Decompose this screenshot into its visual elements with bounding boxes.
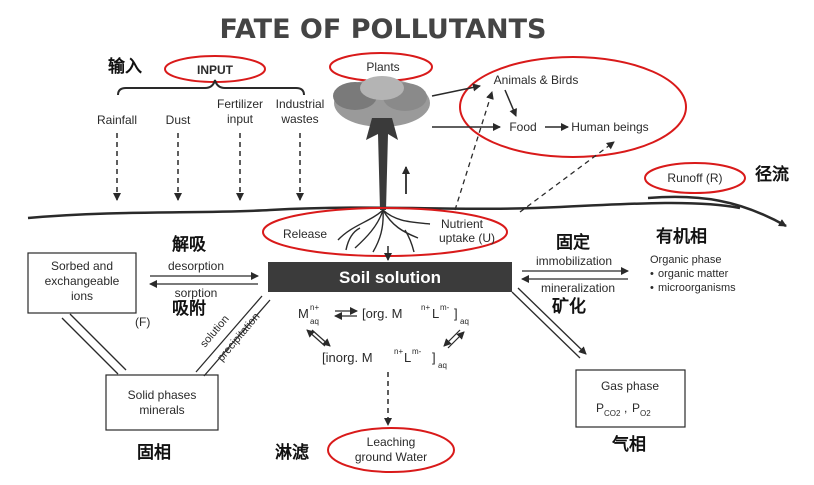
svg-text:n+: n+ [421,303,430,312]
animals-birds-label: Animals & Birds [494,73,579,87]
organic-phase-label-cn: 有机相 [656,226,707,247]
release-label: Release [283,227,327,241]
sorption-label: sorption [175,286,218,300]
svg-text:]: ] [454,306,458,321]
sorbed-ions-line3: ions [71,289,93,303]
svg-text:m-: m- [440,303,450,312]
mineralization-label: mineralization [541,281,615,295]
tree-icon [333,76,430,210]
input-source-fertilizer-line1: Fertilizer [217,97,263,111]
svg-text:,: , [624,401,627,415]
organic-phase-title: Organic phase [650,254,722,266]
svg-text:P: P [632,401,640,415]
organic-phase-bullet-2: • [650,282,654,294]
nutrient-uptake-line2: uptake (U) [439,231,495,245]
svg-text:aq: aq [460,317,469,326]
desorption-label: desorption [168,259,224,273]
svg-text:[org. M: [org. M [362,306,402,321]
input-source-industrial-line2: wastes [280,112,318,126]
inorganic-complex-species: [inorg. M n+ L m- ] aq [322,347,447,370]
sorbed-ions-line1: Sorbed and [51,259,113,273]
plants-to-animals-arrow [432,86,480,96]
soil-solution-label: Soil solution [339,268,441,287]
desorption-label-cn: 解吸 [172,234,207,255]
runoff-arrow [648,197,786,226]
nutrient-uptake-line1: Nutrient [441,217,484,231]
input-source-dust: Dust [166,113,191,127]
organic-phase-item-1: organic matter [658,268,729,280]
gas-phase-title: Gas phase [601,379,659,393]
sorption-label-cn: 吸附 [172,298,206,319]
input-arrows [117,133,300,200]
input-label: INPUT [197,63,234,77]
svg-text:P: P [596,401,604,415]
input-source-industrial-line1: Industrial [276,97,325,111]
input-source-fertilizer-line2: input [227,112,254,126]
food-chain-highlight [460,57,686,157]
roots-icon [338,210,430,252]
svg-text:M: M [298,306,309,321]
mineralization-label-cn: 矿化 [552,296,586,317]
solid-phases-label-cn: 固相 [137,442,171,463]
solid-phases-line1: Solid phases [128,388,197,402]
human-beings-label: Human beings [571,120,648,134]
leaching-label-cn: 淋滤 [275,442,309,463]
sorbed-marker: (F) [135,315,150,329]
immobilization-label-cn: 固定 [556,232,590,253]
runoff-label-cn: 径流 [755,164,789,185]
leaching-line1: Leaching [367,435,416,449]
runoff-label: Runoff (R) [667,171,722,185]
animals-to-food-arrow [505,90,516,116]
plants-label: Plants [366,60,399,74]
svg-text:O2: O2 [640,409,651,418]
immobilization-label: immobilization [536,254,612,268]
svg-text:CO2: CO2 [604,409,621,418]
svg-text:n+: n+ [394,347,403,356]
sorbed-ions-line2: exchangeable [45,274,120,288]
svg-text:L: L [432,306,439,321]
svg-text:[inorg. M: [inorg. M [322,350,373,365]
svg-text:]: ] [432,350,436,365]
solid-phases-line2: minerals [139,403,184,417]
leaching-line2: ground Water [355,450,427,464]
input-label-cn: 输入 [108,56,142,77]
sorbed-solid-link [62,314,126,374]
equilibrium-arrows-1 [335,311,357,316]
diagram-title: FATE OF POLLUTANTS [220,14,547,45]
food-label: Food [509,120,536,134]
gas-phase-label-cn: 气相 [611,434,646,455]
soil-to-humans-dashed-arrow [520,142,614,212]
svg-text:aq: aq [438,361,447,370]
svg-text:L: L [404,350,411,365]
input-source-rainfall: Rainfall [97,113,137,127]
organic-phase-bullet-1: • [650,268,654,280]
svg-text:aq: aq [310,317,319,326]
svg-text:n+: n+ [310,303,319,312]
equilibrium-arrows-2 [307,330,464,348]
organic-complex-species: [org. M n+ L m- ] aq [362,303,469,326]
svg-text:m-: m- [412,347,422,356]
organic-phase-item-2: microorganisms [658,282,736,294]
free-ion-species: M n+ aq [298,303,319,326]
